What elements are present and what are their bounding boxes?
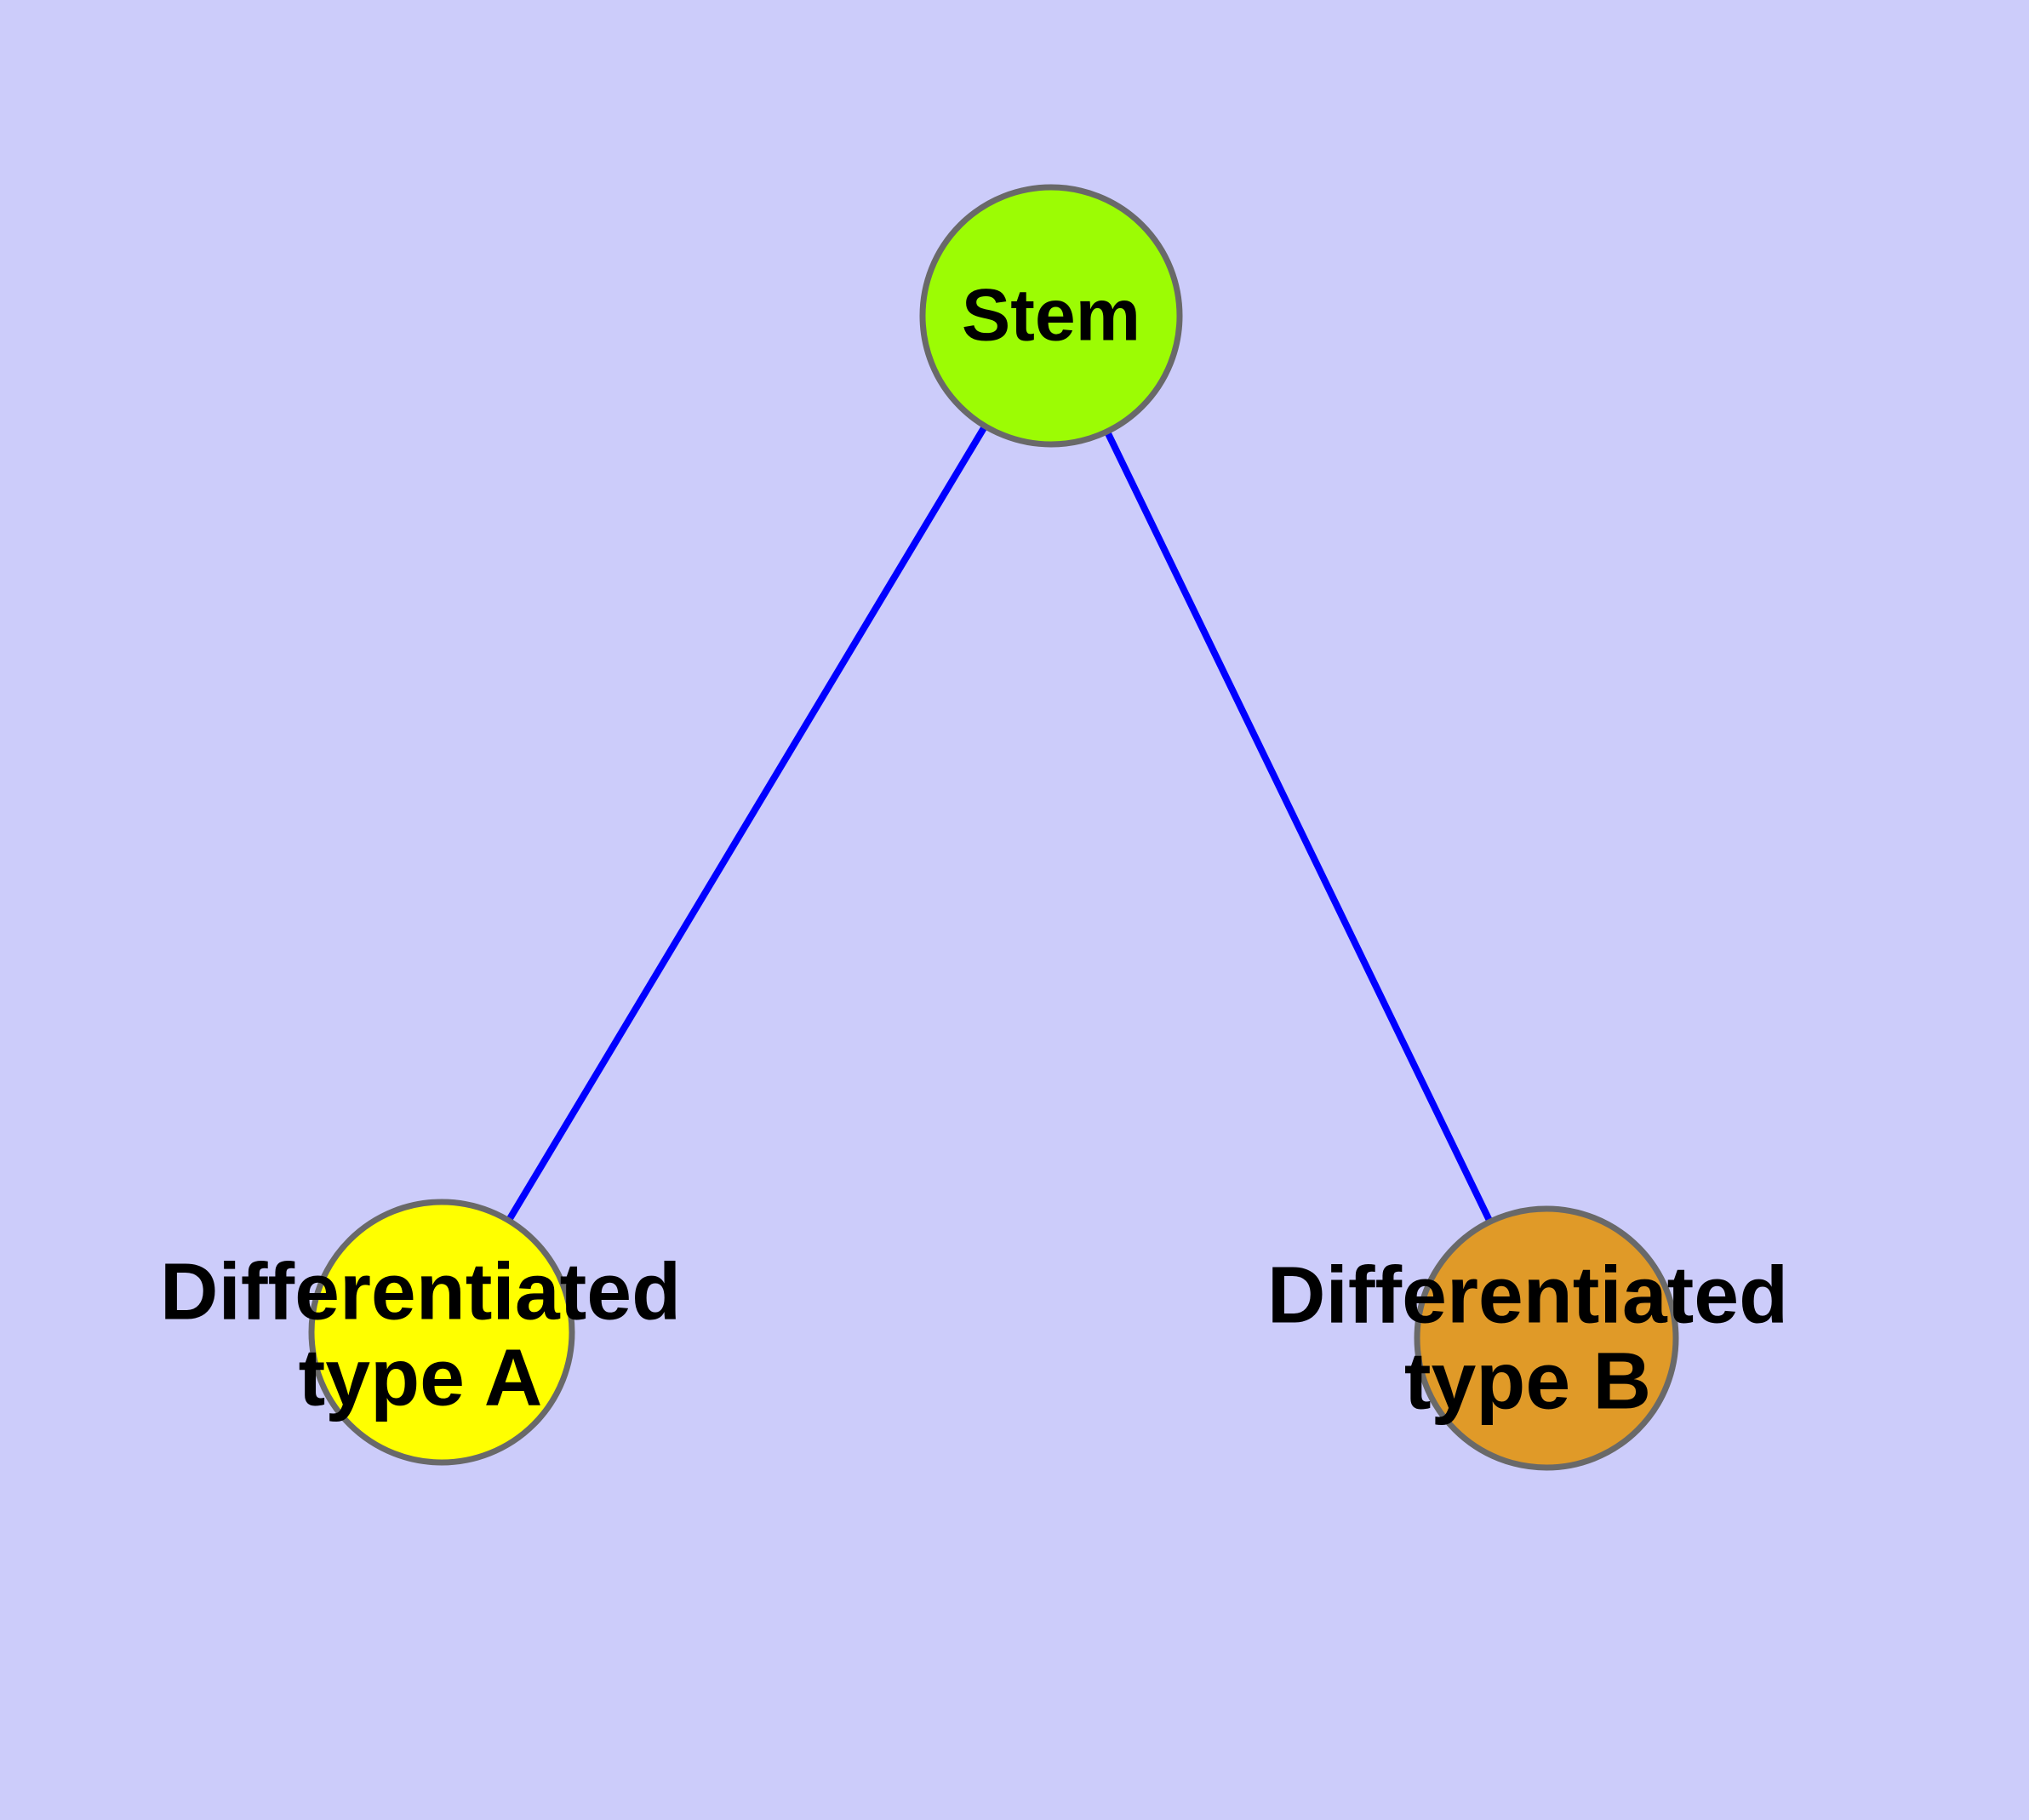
edge-stem-to-diff-a[interactable] (438, 313, 1055, 1335)
node-circle-diff-b[interactable] (1414, 1205, 1679, 1471)
edge-stem-to-diff-b[interactable] (1048, 314, 1550, 1340)
node-layer (308, 184, 1679, 1471)
node-circle-stem[interactable] (919, 184, 1183, 448)
node-circle-diff-a[interactable] (308, 1199, 575, 1466)
edge-layer (438, 313, 1550, 1340)
